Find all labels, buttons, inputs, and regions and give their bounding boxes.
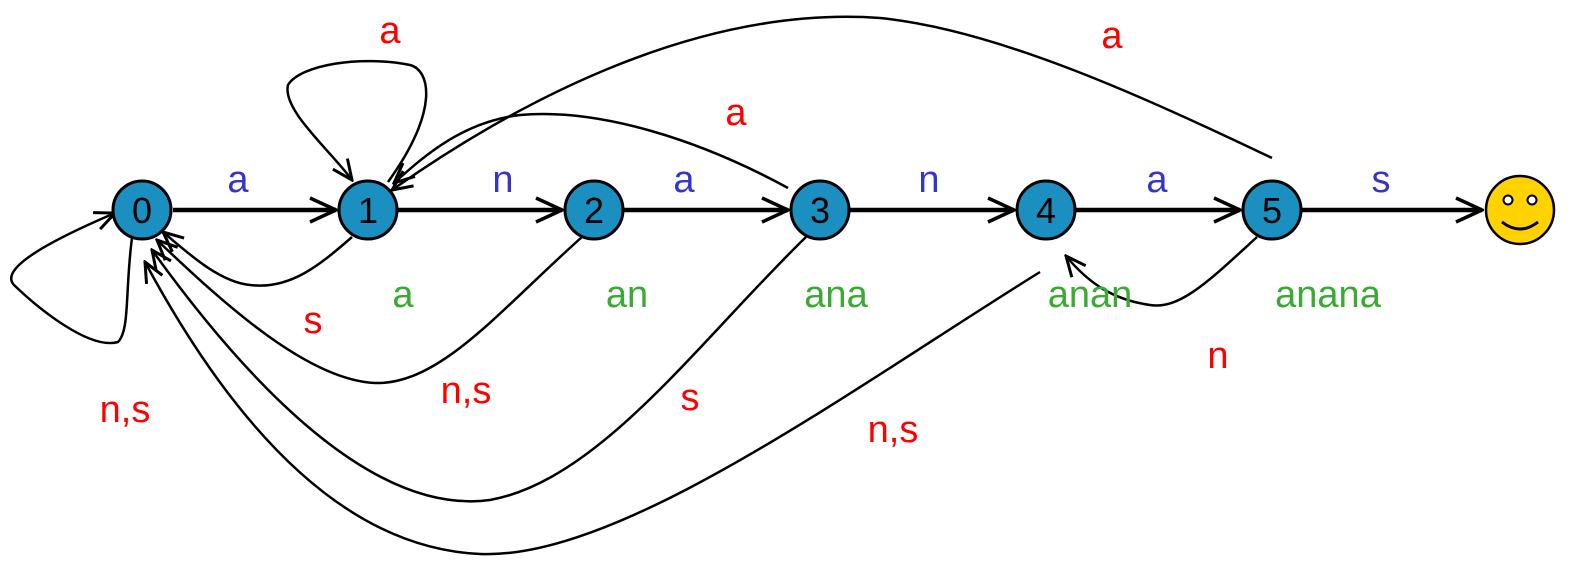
state-4: 4 (1015, 179, 1077, 241)
edge-label-0-0: n,s (100, 389, 151, 431)
edge-label-5-1: a (1101, 15, 1123, 57)
edge-label-4-0: n,s (868, 409, 919, 451)
state-0-label: 0 (132, 190, 152, 231)
edge-label-2-0: n,s (441, 370, 492, 412)
edge-label-1-2: n (492, 159, 513, 201)
edge-label-5-4: n (1207, 335, 1228, 377)
state-3: 3 (789, 179, 851, 241)
prefix-label-3: ana (804, 274, 868, 316)
state-5-label: 5 (1262, 190, 1282, 231)
edge-label-1-0: s (304, 300, 323, 342)
edge-0-0-loop (10, 213, 134, 345)
edge-4-0 (145, 262, 1041, 556)
edge-label-3-0: s (681, 377, 700, 419)
prefix-label-1: a (392, 274, 414, 316)
edge-label-5-accept: s (1372, 159, 1391, 201)
edge-1-1-loop (286, 59, 428, 182)
state-0: 0 (111, 179, 173, 241)
state-1-label: 1 (358, 190, 378, 231)
prefix-label-4: anan (1048, 274, 1133, 316)
edge-5-4 (1066, 236, 1258, 307)
state-2-label: 2 (584, 190, 604, 231)
state-4-label: 4 (1036, 190, 1056, 231)
edge-3-1 (394, 112, 789, 190)
smiley-face-icon (1484, 174, 1556, 246)
prefix-label-2: an (606, 274, 648, 316)
state-5: 5 (1241, 179, 1303, 241)
edge-label-1-1: a (379, 10, 401, 52)
edge-label-3-4: n (918, 159, 939, 201)
state-2: 2 (563, 179, 625, 241)
edge-label-3-1: a (725, 92, 747, 134)
edge-5-1 (392, 15, 1273, 190)
edge-label-0-1: a (227, 159, 249, 201)
edge-3-0 (152, 236, 807, 503)
edge-1-0 (163, 232, 353, 287)
state-1: 1 (337, 179, 399, 241)
edge-2-0 (157, 236, 583, 385)
edge-label-2-3: a (673, 159, 695, 201)
edge-label-4-5: a (1146, 159, 1168, 201)
prefix-label-5: anana (1275, 274, 1382, 316)
state-3-label: 3 (810, 190, 830, 231)
